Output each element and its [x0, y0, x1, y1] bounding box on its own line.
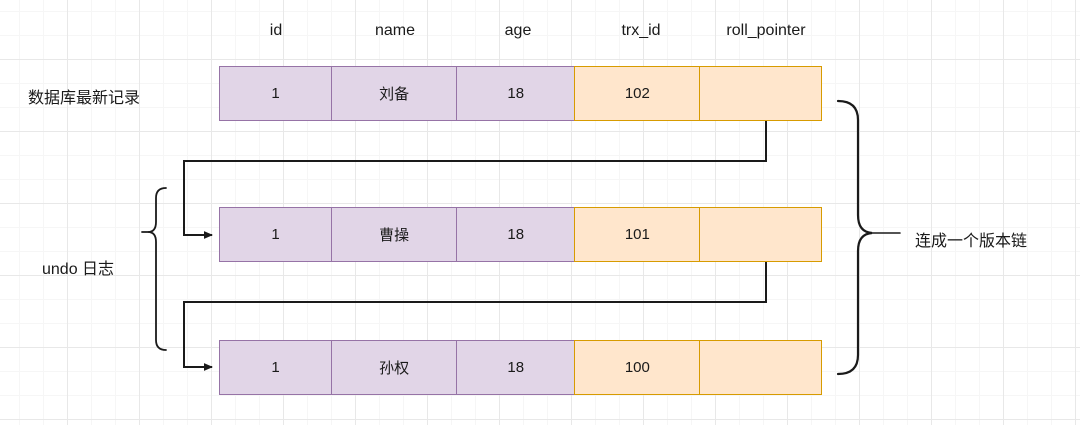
cell-name: 曹操	[330, 207, 458, 262]
version-chain-brace	[836, 99, 873, 376]
undo-log-brace	[147, 187, 167, 351]
label-undo-log: undo 日志	[42, 261, 115, 278]
cell-trx-id: 102	[573, 66, 701, 121]
column-header-age: age	[504, 22, 532, 39]
table-row: 1 孙权 18 100	[219, 340, 823, 395]
cell-roll-pointer	[699, 66, 823, 121]
column-header-id: id	[269, 22, 283, 39]
cell-name: 孙权	[330, 340, 458, 395]
cell-roll-pointer	[699, 207, 823, 262]
label-latest-record: 数据库最新记录	[28, 90, 141, 107]
label-version-chain: 连成一个版本链	[915, 233, 1028, 250]
cell-roll-pointer	[699, 340, 823, 395]
column-header-trx-id: trx_id	[621, 22, 661, 39]
table-row: 1 刘备 18 102	[219, 66, 823, 121]
table-row: 1 曹操 18 101	[219, 207, 823, 262]
cell-name: 刘备	[330, 66, 458, 121]
cell-trx-id: 100	[573, 340, 701, 395]
cell-trx-id: 101	[573, 207, 701, 262]
column-header-name: name	[374, 22, 416, 39]
cell-age: 18	[456, 340, 576, 395]
cell-id: 1	[219, 207, 332, 262]
cell-id: 1	[219, 66, 332, 121]
cell-age: 18	[456, 207, 576, 262]
cell-id: 1	[219, 340, 332, 395]
cell-age: 18	[456, 66, 576, 121]
column-header-roll-pointer: roll_pointer	[726, 22, 806, 39]
